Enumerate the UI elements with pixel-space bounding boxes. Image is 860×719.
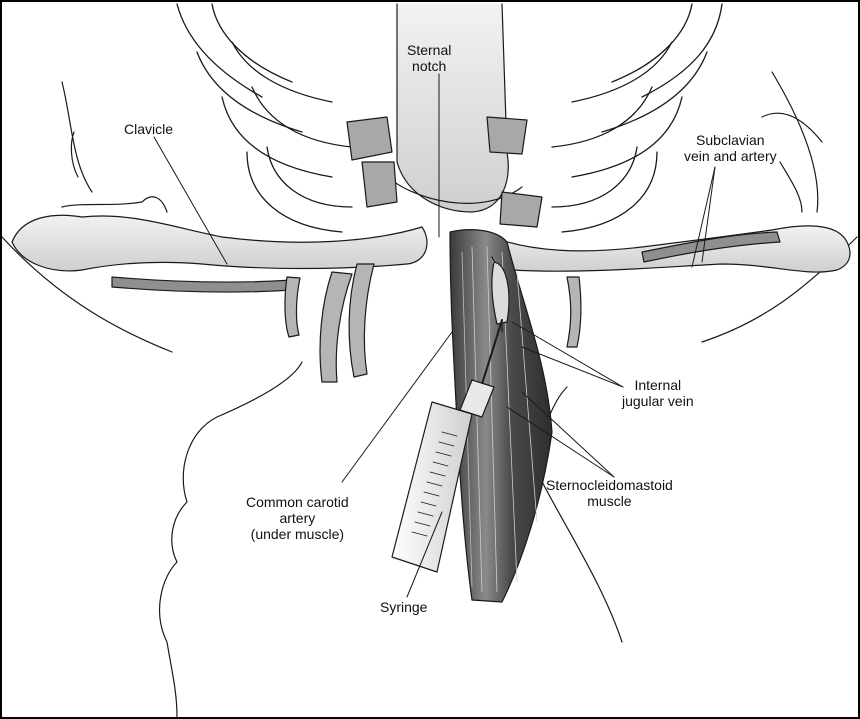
sternum bbox=[382, 4, 522, 212]
label-common-carotid: Common carotid artery (under muscle) bbox=[246, 494, 349, 542]
label-internal-jugular: Internal jugular vein bbox=[622, 377, 694, 409]
label-sternal-notch: Sternal notch bbox=[407, 42, 451, 74]
label-syringe: Syringe bbox=[380, 599, 427, 615]
label-sternocleidomastoid: Sternocleidomastoid muscle bbox=[546, 477, 673, 509]
clavicle-left bbox=[12, 197, 427, 271]
label-clavicle: Clavicle bbox=[124, 121, 173, 137]
label-subclavian: Subclavian vein and artery bbox=[684, 132, 777, 164]
